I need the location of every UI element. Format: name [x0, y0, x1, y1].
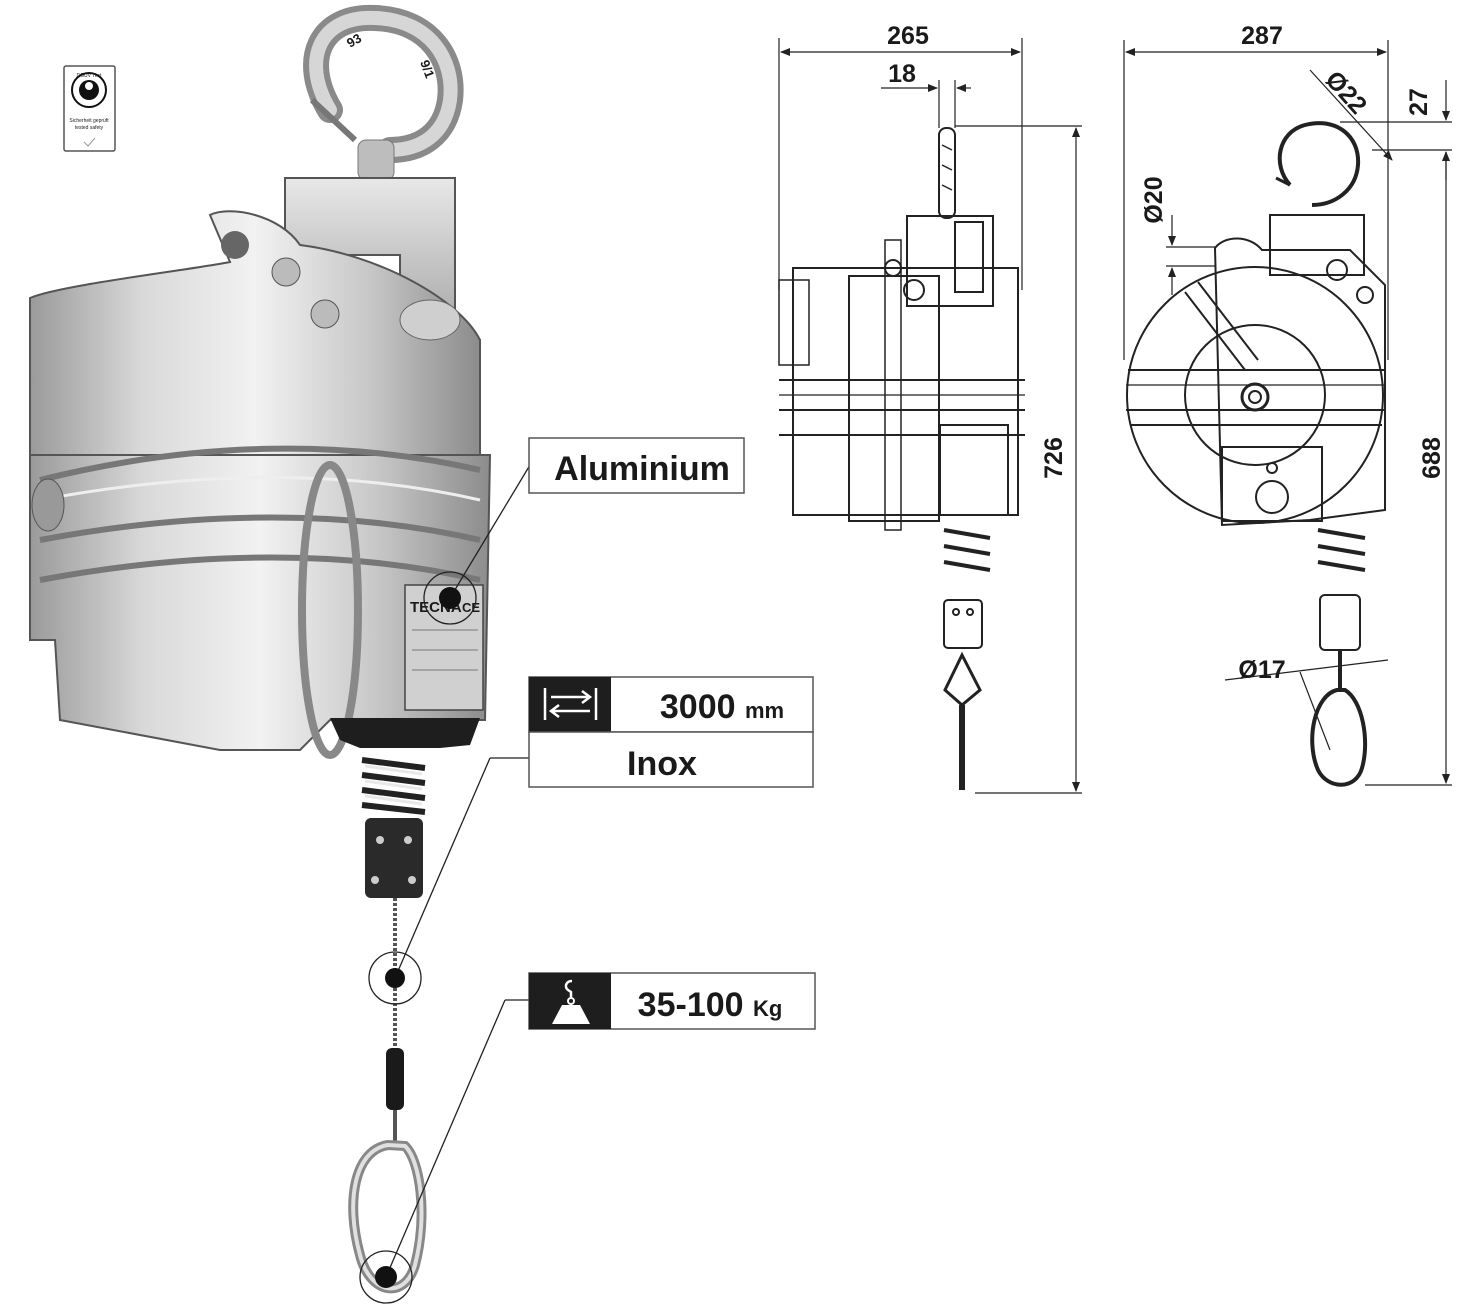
- svg-text:Ø22: Ø22: [1320, 66, 1372, 120]
- load-value: 35-100: [638, 986, 744, 1024]
- side-view-dimensions: [778, 38, 1082, 794]
- callout-leaders: [359, 464, 531, 1304]
- cable-label: Inox: [627, 745, 697, 783]
- svg-text:35-100 Kg: 35-100 Kg: [638, 986, 783, 1024]
- side-view-drawing: [778, 127, 1025, 790]
- load-callout: 35-100 Kg: [528, 972, 816, 1030]
- dim-bracket-hole-diameter: 20: [1140, 176, 1168, 204]
- top-hook: 93 9/1: [303, 4, 464, 181]
- badge-line-1: Sicherheit geprüft: [69, 118, 109, 124]
- material-label: Aluminium: [554, 450, 730, 488]
- dim-hook-thickness: 18: [888, 60, 916, 88]
- dim-cable-eye-diameter: 17: [1258, 656, 1286, 684]
- front-view-dimensions: [1123, 40, 1452, 786]
- balancer-photo: 93 9/1 TECNA CE: [29, 4, 492, 1294]
- front-view-drawing: [1126, 121, 1386, 787]
- dguv-badge-icon: DGUV Test Sicherheit geprüft tested safe…: [63, 65, 116, 152]
- hook-mark-left: 93: [344, 30, 364, 50]
- dim-hook-offset: 27: [1405, 88, 1433, 116]
- cable-stroke-icon: [543, 688, 598, 720]
- dim-front-width: 287: [1241, 22, 1283, 50]
- badge-line-2: tested safety: [75, 125, 104, 131]
- dim-side-width: 265: [887, 22, 929, 50]
- dim-side-height: 726: [1040, 437, 1068, 479]
- stroke-callout: 3000 mm Inox: [528, 676, 814, 788]
- badge-ring-text: DGUV Test: [77, 73, 103, 79]
- svg-text:3000 mm: 3000 mm: [660, 688, 784, 726]
- hook-mark-right: 9/1: [417, 58, 437, 80]
- svg-text:Ø20: Ø20: [1140, 176, 1168, 223]
- dim-hook-eye-diameter: 22: [1333, 80, 1372, 119]
- load-weight-icon: [552, 979, 590, 1024]
- load-unit: Kg: [753, 996, 782, 1021]
- stroke-unit: mm: [745, 698, 784, 723]
- dim-front-height: 688: [1418, 437, 1446, 479]
- stroke-value: 3000: [660, 688, 736, 726]
- material-callout: Aluminium: [528, 437, 745, 494]
- svg-text:Ø17: Ø17: [1238, 656, 1285, 684]
